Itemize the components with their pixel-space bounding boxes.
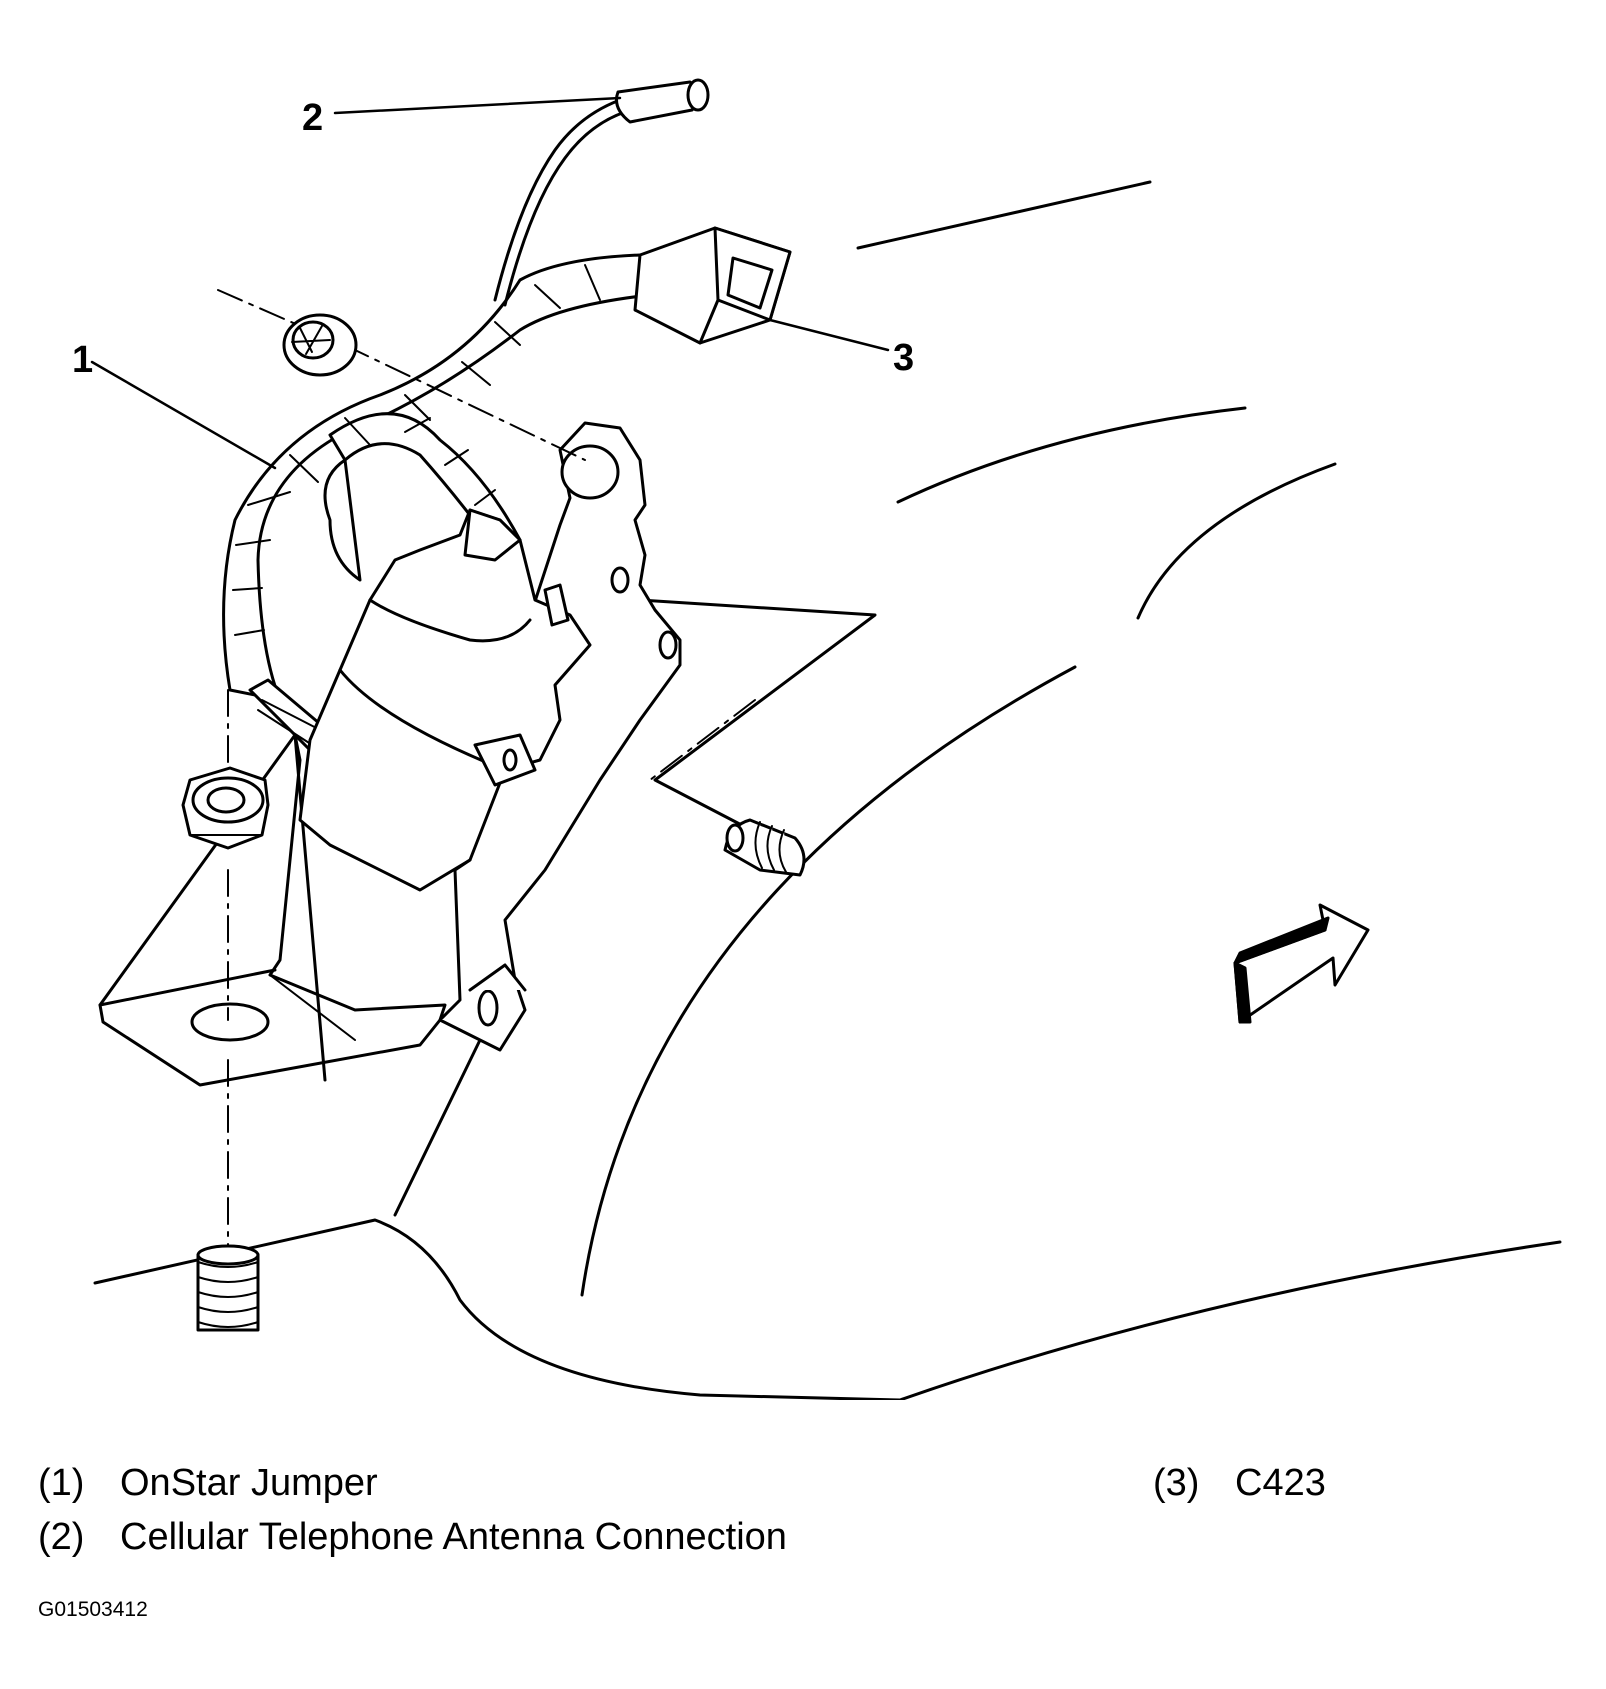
legend-number: (3)	[1153, 1462, 1200, 1504]
figure-id: G01503412	[38, 1598, 148, 1621]
onstar-jumper-diagram: 1 2 3	[72, 0, 1606, 1400]
stud-bottom	[198, 1246, 258, 1330]
legend-text: Cellular Telephone Antenna Connection	[120, 1516, 787, 1558]
body-panel-outline	[95, 182, 1560, 1400]
callout-3: 3	[893, 337, 914, 379]
legend-text: C423	[1235, 1462, 1326, 1504]
module-bracket-plate	[440, 423, 680, 1050]
legend-item-2: (2) Cellular Telephone Antenna Connection	[38, 1516, 787, 1559]
antenna-cable	[495, 80, 708, 305]
onstar-module	[300, 510, 590, 890]
callout-2: 2	[302, 97, 323, 139]
legend-item-3: (3) C423	[1153, 1462, 1326, 1505]
stud-right	[725, 820, 804, 875]
nut-lower	[183, 768, 268, 848]
legend-number: (1)	[38, 1462, 85, 1504]
legend-number: (2)	[38, 1516, 85, 1558]
leader-lines	[92, 98, 888, 468]
nut-upper	[284, 315, 356, 375]
connector-c423	[635, 228, 790, 343]
legend-text: OnStar Jumper	[120, 1462, 378, 1504]
legend-item-1: (1) OnStar Jumper	[38, 1462, 378, 1505]
forward-arrow-icon	[1235, 905, 1368, 1022]
mounting-bracket	[100, 735, 445, 1085]
callout-1: 1	[72, 339, 93, 381]
